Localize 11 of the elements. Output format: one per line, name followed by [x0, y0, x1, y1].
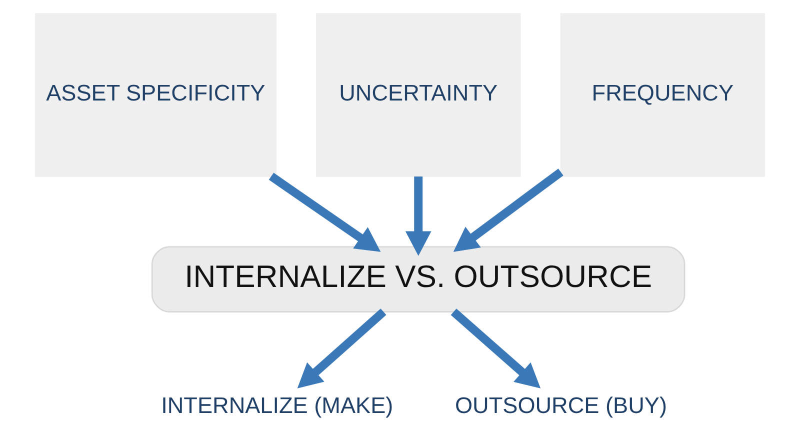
node-box: UNCERTAINTY: [316, 13, 521, 177]
arrow: [268, 172, 381, 252]
arrow: [450, 308, 541, 388]
arrow: [405, 176, 432, 256]
node-box: ASSET SPECIFICITY: [34, 13, 276, 177]
node-text: OUTSOURCE (BUY): [454, 393, 667, 418]
arrow: [297, 308, 386, 388]
node-text: INTERNALIZE (MAKE): [161, 393, 394, 418]
node-box: INTERNALIZE VS. OUTSOURCE: [151, 246, 686, 312]
node-box: FREQUENCY: [560, 13, 766, 177]
arrow: [453, 168, 564, 252]
